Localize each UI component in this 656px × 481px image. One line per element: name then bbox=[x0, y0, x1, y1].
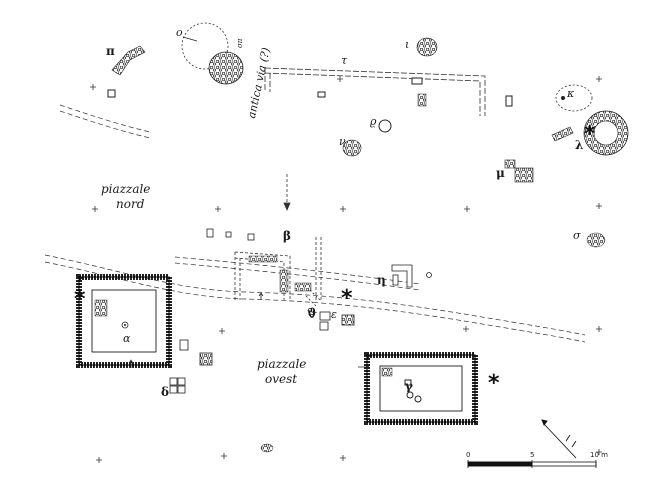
structure-iota bbox=[416, 37, 438, 57]
label-piazzale-ovest-2: ovest bbox=[265, 372, 298, 386]
structure-tau bbox=[264, 67, 486, 116]
structure-omicron bbox=[181, 22, 244, 85]
scale-label-10: 10 m bbox=[590, 451, 608, 459]
structure-rho bbox=[317, 77, 513, 133]
marker-star-alpha: * bbox=[74, 287, 86, 312]
label-omicron: o bbox=[176, 26, 183, 39]
structure-kappa-lambda bbox=[551, 84, 629, 156]
label-piazzale-nord-1: piazzale bbox=[101, 182, 151, 196]
grid-crosses bbox=[90, 76, 602, 463]
structure-mu bbox=[504, 159, 534, 183]
label-eta: η bbox=[377, 273, 386, 287]
label-epsilon: ε bbox=[331, 308, 337, 321]
marker-star-road: * bbox=[341, 286, 353, 311]
label-rho: ϱ bbox=[370, 115, 377, 128]
label-beta: β bbox=[283, 229, 291, 243]
structure-eta bbox=[391, 264, 432, 288]
label-delta: δ bbox=[161, 385, 170, 399]
label-sigma-pi: σπ bbox=[236, 38, 244, 48]
scale-bar bbox=[467, 460, 597, 468]
label-sigma: σ bbox=[573, 229, 581, 242]
structure-theta bbox=[305, 289, 355, 331]
marker-star-gamma: * bbox=[488, 371, 500, 396]
scale-label-5: 5 bbox=[530, 451, 535, 459]
structure-sigma bbox=[586, 232, 606, 248]
scale-label-0: 0 bbox=[466, 451, 471, 459]
structure-delta bbox=[169, 339, 213, 394]
label-piazzale-nord-2: nord bbox=[116, 197, 145, 211]
structure-pi bbox=[107, 45, 146, 98]
structure-beta bbox=[206, 228, 322, 300]
scatter-stones bbox=[260, 443, 274, 453]
label-piazzale-ovest-1: piazzale bbox=[257, 357, 307, 371]
structure-alpha bbox=[76, 274, 172, 368]
road-arrow bbox=[283, 174, 291, 212]
label-alpha: α bbox=[123, 332, 131, 345]
label-iota: ι bbox=[405, 38, 410, 51]
marker-star-lambda: * bbox=[584, 122, 596, 147]
label-tau: τ bbox=[341, 54, 348, 67]
structure-nu bbox=[342, 139, 362, 157]
north-arrow bbox=[541, 419, 577, 459]
label-kappa: κ bbox=[567, 87, 575, 100]
structure-gamma bbox=[358, 352, 478, 425]
label-theta: ϑ bbox=[307, 306, 318, 320]
label-nu: ν bbox=[339, 135, 346, 148]
label-pi: π bbox=[106, 44, 115, 58]
label-gamma: γ bbox=[405, 379, 413, 393]
label-mu: μ bbox=[496, 166, 505, 180]
label-lambda: λ bbox=[575, 138, 584, 152]
